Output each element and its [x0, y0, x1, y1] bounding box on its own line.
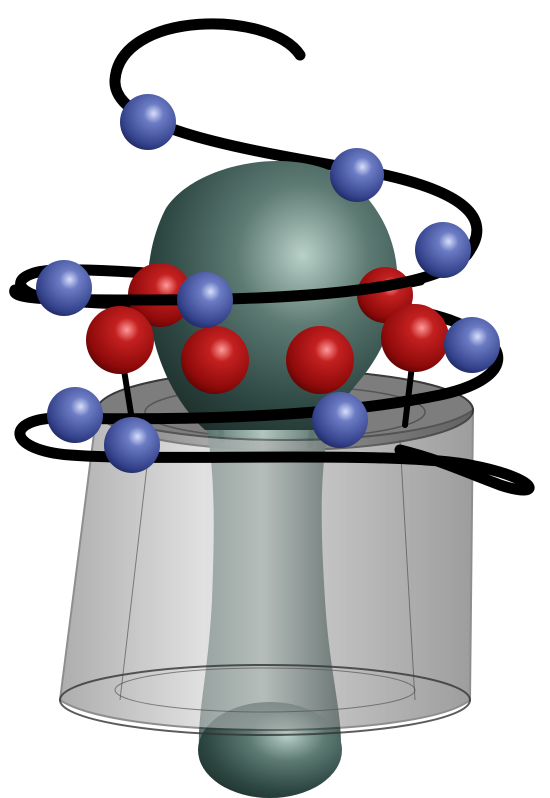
molecular-channel-illustration — [0, 0, 550, 798]
